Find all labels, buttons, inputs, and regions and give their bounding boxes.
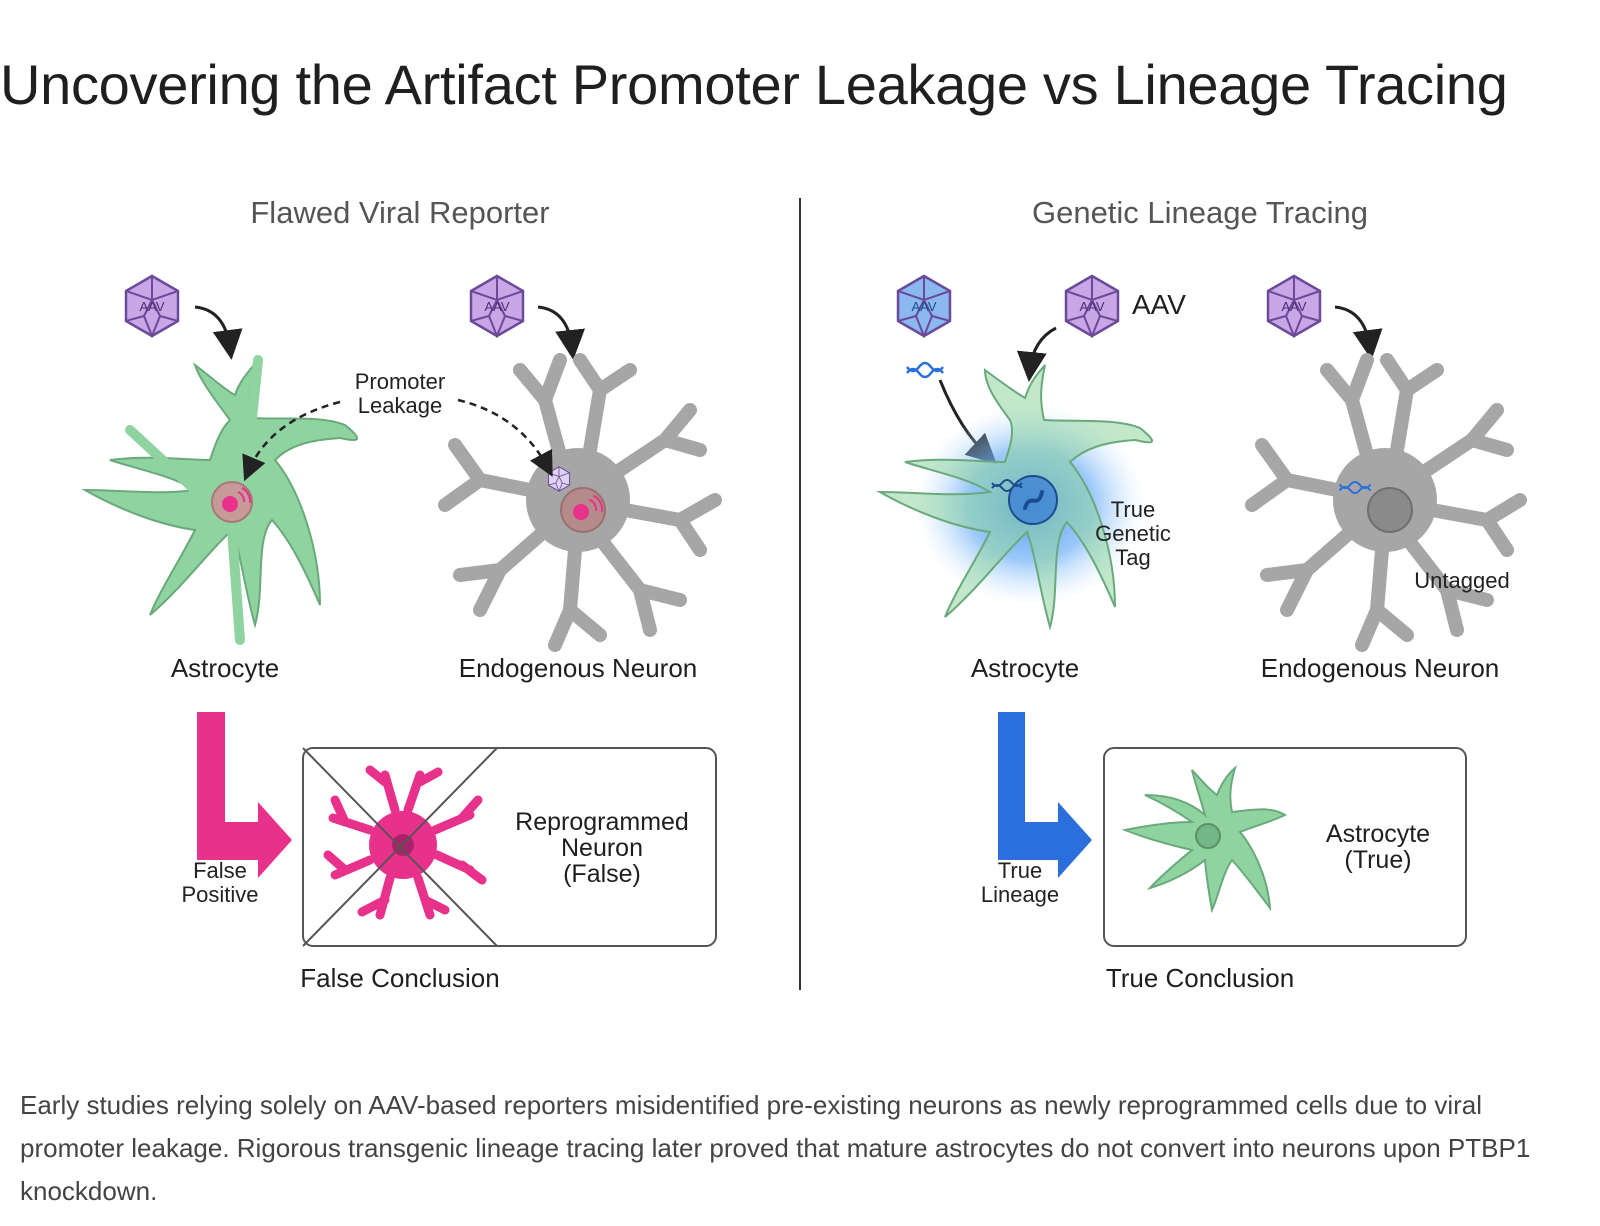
leakage-arrow bbox=[457, 398, 553, 477]
true-lineage-arrow bbox=[998, 712, 1092, 878]
neuron-label: Endogenous Neuron bbox=[1261, 653, 1500, 683]
leakage-arrow bbox=[242, 400, 341, 482]
tagged-astrocyte-cell bbox=[876, 364, 1154, 631]
genetic-tag-label: Genetic bbox=[1095, 521, 1171, 546]
aav-virus-icon: AAV bbox=[469, 274, 525, 338]
dna-icon bbox=[906, 361, 944, 379]
astrocyte-label: Astrocyte bbox=[171, 653, 279, 683]
true-conclusion-label: True Conclusion bbox=[1106, 963, 1294, 993]
leakage-label: Leakage bbox=[358, 393, 442, 418]
false-result-label: Reprogrammed bbox=[515, 808, 689, 836]
figure-caption: Early studies relying solely on AAV-base… bbox=[20, 1090, 1531, 1206]
aav-callout-label: AAV bbox=[1132, 289, 1186, 320]
comparison-figure: Flawed Viral Reporter AAV Astrocyte AAV bbox=[0, 170, 1600, 1050]
left-panel-heading: Flawed Viral Reporter bbox=[250, 195, 549, 230]
svg-text:AAV: AAV bbox=[484, 299, 509, 314]
neuron-cell bbox=[438, 353, 722, 652]
astrocyte-label: Astrocyte bbox=[971, 653, 1079, 683]
genetic-tag-label: True bbox=[1111, 497, 1155, 522]
infection-arrow bbox=[194, 305, 243, 360]
right-panel-heading: Genetic Lineage Tracing bbox=[1032, 195, 1368, 230]
neuron-cell bbox=[1245, 353, 1527, 652]
infection-arrow bbox=[1016, 326, 1057, 382]
false-positive-arrow bbox=[197, 712, 292, 878]
svg-text:AAV: AAV bbox=[911, 299, 936, 314]
true-result-label: Astrocyte bbox=[1326, 820, 1430, 848]
infection-arrow bbox=[1334, 305, 1383, 360]
false-positive-label: Positive bbox=[181, 882, 258, 907]
svg-text:AAV: AAV bbox=[139, 299, 164, 314]
aav-virus-icon: AAV bbox=[896, 274, 952, 338]
false-conclusion-label: False Conclusion bbox=[300, 963, 499, 993]
aav-virus-icon: AAV bbox=[124, 274, 180, 338]
leakage-label: Promoter bbox=[355, 369, 445, 394]
false-result-box bbox=[302, 747, 717, 947]
page-title: Uncovering the Artifact Promoter Leakage… bbox=[0, 53, 1508, 116]
false-result-label: (False) bbox=[563, 860, 641, 888]
svg-text:AAV: AAV bbox=[1079, 299, 1104, 314]
infection-arrow bbox=[537, 305, 586, 360]
aav-virus-icon: AAV bbox=[1266, 274, 1322, 338]
astrocyte-cell bbox=[81, 355, 359, 645]
figure-canvas: Flawed Viral Reporter AAV Astrocyte AAV bbox=[81, 195, 1527, 993]
genetic-tag-label: Tag bbox=[1115, 545, 1150, 570]
false-positive-label: False bbox=[193, 858, 247, 883]
svg-text:AAV: AAV bbox=[1281, 299, 1306, 314]
aav-virus-icon: AAV bbox=[1064, 274, 1120, 338]
untagged-label: Untagged bbox=[1414, 568, 1509, 593]
neuron-label: Endogenous Neuron bbox=[459, 653, 698, 683]
astrocyte-result-icon bbox=[1121, 765, 1288, 914]
true-lineage-label: Lineage bbox=[981, 882, 1059, 907]
true-result-box bbox=[1103, 747, 1467, 947]
true-result-label: (True) bbox=[1344, 846, 1411, 874]
cross-out-line bbox=[302, 747, 498, 947]
true-lineage-label: True bbox=[998, 858, 1042, 883]
false-result-label: Neuron bbox=[561, 834, 643, 862]
